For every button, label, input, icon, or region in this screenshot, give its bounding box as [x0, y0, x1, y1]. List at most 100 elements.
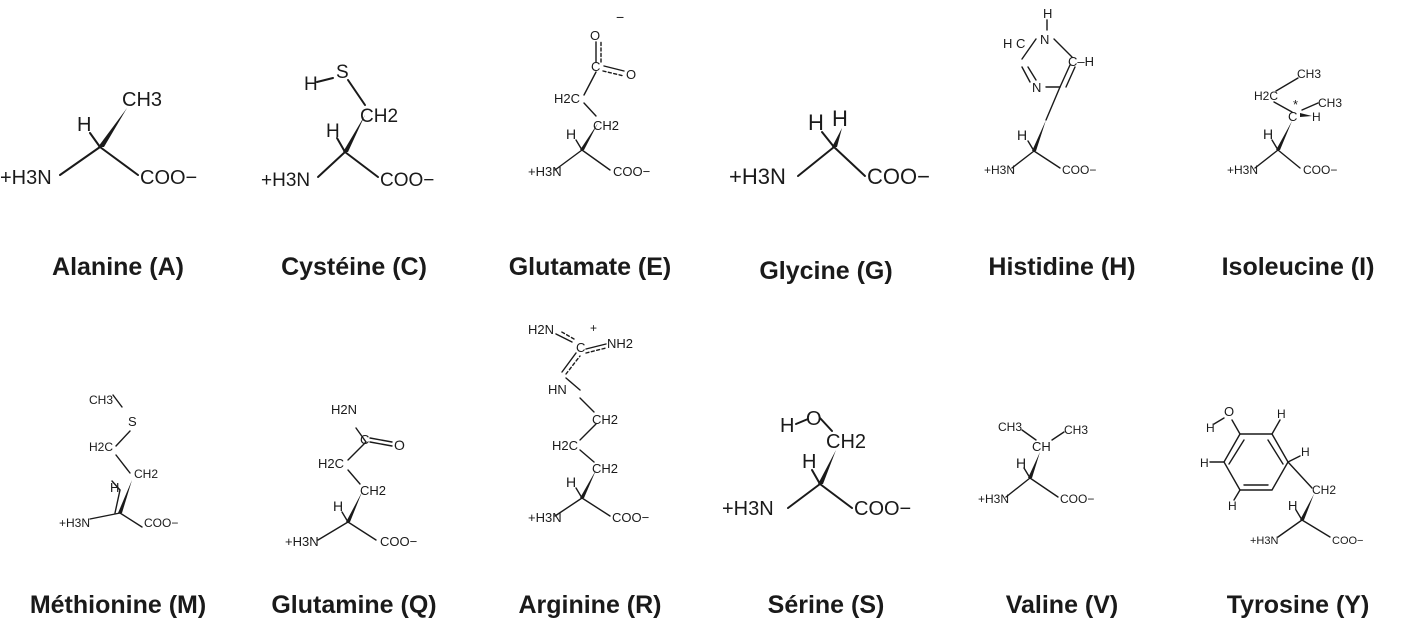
histidine-ring-c-hydrogen: H [1003, 36, 1012, 51]
methionine-gamma-methylene: H2C [89, 440, 113, 454]
tyrosine-ammonium: +H3N [1250, 535, 1278, 547]
arginine-carboxylate: COO− [612, 510, 649, 525]
histidine-alpha-h: H [1017, 127, 1027, 143]
serine-carboxylate: COO− [854, 498, 911, 520]
arginine-nh2-right: NH2 [607, 336, 633, 351]
tyrosine-methylene: CH2 [1312, 483, 1336, 497]
tyrosine-hydroxyl-h: H [1206, 421, 1215, 435]
tyrosine-ring-h-left: H [1200, 456, 1209, 470]
cysteine-sulfur: S [336, 62, 349, 83]
glutamine-carboxylate: COO− [380, 534, 417, 549]
cysteine-structure: +H3N COO− H CH2 S H [261, 62, 434, 191]
methionine-carboxylate: COO− [144, 516, 178, 530]
isoleucine-ammonium: +H3N [1227, 163, 1258, 177]
alanine-methyl: CH3 [122, 89, 162, 111]
name-cysteine: Cystéine (C) [281, 253, 427, 281]
glutamate-beta-methylene: CH2 [593, 118, 619, 133]
histidine-ammonium: +H3N [984, 163, 1015, 177]
arginine-structure: +H3N COO− H CH2 H2C CH2 HN C NH2 H2N + [528, 321, 649, 525]
arginine-delta-methylene: CH2 [592, 412, 618, 427]
cysteine-thiol-h: H [304, 74, 318, 95]
tyrosine-ring-h-right: H [1301, 445, 1310, 459]
histidine-structure: +H3N COO− H N N H C H C–H [984, 6, 1096, 177]
arginine-ammonium: +H3N [528, 510, 562, 525]
valine-alpha-h: H [1016, 455, 1026, 471]
methionine-sulfur: S [128, 414, 137, 429]
glutamine-beta-methylene: CH2 [360, 483, 386, 498]
serine-structure: +H3N COO− H CH2 O H [722, 408, 911, 520]
glutamine-structure: +H3N COO− H CH2 H2C C O H2N [285, 402, 417, 549]
name-glycine: Glycine (G) [759, 257, 893, 285]
glutamate-charge: − [616, 9, 624, 25]
glutamine-amide-nh2: H2N [331, 402, 357, 417]
isoleucine-carboxylate: COO− [1303, 163, 1337, 177]
cysteine-methylene: CH2 [360, 106, 398, 127]
glutamine-oxygen: O [394, 437, 405, 453]
glutamate-carboxylate: COO− [613, 164, 650, 179]
tyrosine-oxygen: O [1224, 404, 1234, 419]
serine-ammonium: +H3N [722, 498, 774, 520]
methionine-structure: +H3N COO− H CH2 H2C S CH3 [59, 393, 178, 530]
glutamine-gamma-methylene: H2C [318, 456, 344, 471]
methionine-beta-methylene: CH2 [134, 467, 158, 481]
glutamate-ammonium: +H3N [528, 164, 562, 179]
name-histidine: Histidine (H) [988, 253, 1136, 281]
name-serine: Sérine (S) [767, 591, 885, 619]
glutamate-gamma-methylene: H2C [554, 91, 580, 106]
glycine-ammonium: +H3N [729, 164, 786, 189]
serine-hydroxyl-h: H [780, 415, 794, 437]
cysteine-carboxylate: COO− [380, 170, 434, 191]
arginine-gamma-methylene: H2C [552, 438, 578, 453]
histidine-ring-carbon: C [1016, 36, 1025, 51]
alanine-ammonium: +H3N [0, 167, 52, 189]
valine-methyl-left: CH3 [998, 420, 1022, 434]
glycine-h-left: H [808, 110, 824, 135]
name-glutamine: Glutamine (Q) [271, 591, 437, 619]
isoleucine-stereo-mark: * [1293, 97, 1298, 112]
valine-ammonium: +H3N [978, 492, 1009, 506]
name-methionine: Méthionine (M) [29, 591, 207, 619]
arginine-guanidine-carbon: C [576, 340, 585, 355]
glutamate-oxygen-right: O [626, 67, 636, 82]
glycine-structure: +H3N COO− H H [729, 106, 930, 189]
glutamine-ammonium: +H3N [285, 534, 319, 549]
arginine-nh: HN [548, 382, 567, 397]
arginine-alpha-h: H [566, 474, 576, 490]
name-alanine: Alanine (A) [52, 253, 184, 281]
glycine-carboxylate: COO− [867, 164, 930, 189]
valine-structure: +H3N COO− H CH CH3 CH3 [978, 420, 1094, 506]
isoleucine-alpha-h: H [1263, 126, 1273, 142]
valine-methine: CH [1032, 439, 1051, 454]
methionine-ammonium: +H3N [59, 516, 90, 530]
alanine-alpha-h: H [77, 114, 91, 136]
cysteine-alpha-h: H [326, 121, 340, 142]
serine-alpha-h: H [802, 451, 816, 473]
arginine-charge: + [590, 321, 597, 335]
arginine-nh2-left: H2N [528, 322, 554, 337]
isoleucine-methyl-right: CH3 [1318, 96, 1342, 110]
name-tyrosine: Tyrosine (Y) [1226, 591, 1370, 619]
histidine-ring-nh: N [1040, 32, 1049, 47]
glutamine-alpha-h: H [333, 498, 343, 514]
tyrosine-structure: +H3N COO− H CH2 O H H H H H [1200, 404, 1363, 547]
methionine-methyl: CH3 [89, 393, 113, 407]
glutamate-carboxyl-carbon: C [591, 59, 600, 74]
histidine-ring-ch: C–H [1068, 54, 1094, 69]
cysteine-ammonium: +H3N [261, 170, 310, 191]
methionine-alpha-h: H [110, 480, 119, 495]
name-valine: Valine (V) [1005, 591, 1119, 619]
glutamate-alpha-h: H [566, 126, 576, 142]
isoleucine-methylene: H2C [1254, 89, 1278, 103]
tyrosine-ring-h-bottom: H [1228, 499, 1237, 513]
alanine-structure: +H3N COO− H CH3 [0, 89, 197, 189]
serine-methylene: CH2 [826, 431, 866, 453]
glycine-h-right: H [832, 106, 848, 131]
name-glutamate: Glutamate (E) [508, 253, 672, 281]
isoleucine-structure: +H3N COO− H C * H CH3 H2C CH3 [1227, 67, 1342, 177]
glutamate-oxygen-top: O [590, 28, 600, 43]
histidine-ring-nitrogen: N [1032, 80, 1041, 95]
valine-methyl-right: CH3 [1064, 423, 1088, 437]
name-arginine: Arginine (R) [518, 591, 662, 619]
tyrosine-alpha-h: H [1288, 498, 1297, 513]
